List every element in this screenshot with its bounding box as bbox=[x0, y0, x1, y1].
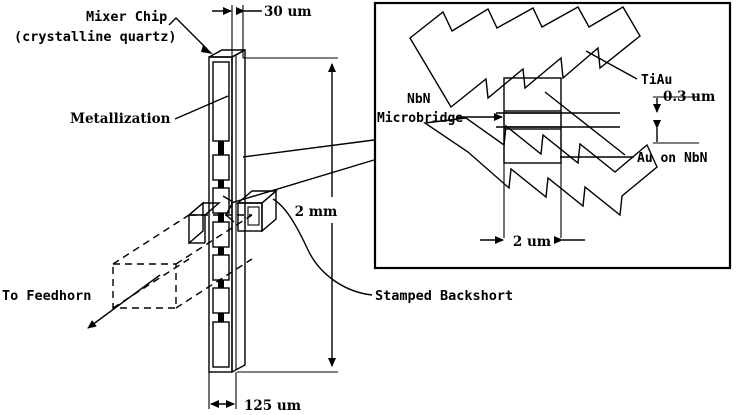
leader-inset-upper bbox=[242, 139, 375, 158]
dimension-bridge-height-03um: 0.3 um bbox=[653, 89, 715, 144]
leader-arrow-mixer-chip bbox=[201, 45, 213, 54]
label-mixer-chip-line2: (crystalline quartz) bbox=[14, 29, 177, 45]
callout-nbn-microbridge: NbN Microbridge bbox=[377, 92, 503, 126]
metallization-block-3 bbox=[212, 187, 230, 214]
tiau-upper-shape bbox=[409, 6, 641, 109]
waveguide-front-face bbox=[112, 263, 177, 309]
inset-zoom-leaders bbox=[230, 139, 375, 204]
callout-to-feedhorn: To Feedhorn bbox=[2, 274, 161, 329]
backshort-right-face bbox=[237, 202, 263, 232]
label-nbn-line2: Microbridge bbox=[377, 111, 463, 126]
callout-tiau: TiAu bbox=[585, 50, 672, 88]
callout-metallization: Metallization bbox=[70, 95, 229, 127]
leader-au-on-nbn-diag bbox=[544, 91, 626, 156]
metallization-block-2 bbox=[212, 154, 230, 181]
main-cross-section-view: 30 um bbox=[2, 4, 513, 414]
dimension-label-height: 2 mm bbox=[295, 204, 338, 220]
metallization-block-5 bbox=[212, 254, 230, 281]
label-tiau: TiAu bbox=[641, 73, 672, 88]
chip-side-face bbox=[231, 48, 246, 374]
inset-detail-box: 2 um 0.3 um NbN Microbridge TiAu Au on N… bbox=[373, 1, 732, 270]
callout-au-on-nbn: Au on NbN bbox=[544, 91, 708, 166]
backshort-left-top bbox=[187, 202, 221, 216]
dimension-height-2mm: 2 mm bbox=[237, 57, 338, 373]
tiau-antenna-upper bbox=[409, 6, 641, 109]
metal-strip-1 bbox=[218, 141, 224, 155]
nbn-microbridge bbox=[496, 112, 620, 128]
waveguide-edge-tr bbox=[175, 214, 253, 265]
leader-stamped-backshort bbox=[272, 198, 373, 296]
label-nbn-line1: NbN bbox=[407, 92, 431, 107]
au-pad-upper bbox=[503, 77, 562, 112]
tiau-antenna-lower bbox=[423, 117, 658, 217]
dimension-label-bridge-height: 0.3 um bbox=[663, 89, 715, 105]
leader-inset-lower bbox=[230, 159, 375, 204]
metallization-block-7 bbox=[212, 321, 230, 368]
callout-stamped-backshort: Stamped Backshort bbox=[272, 198, 513, 304]
backshort-right-top bbox=[236, 190, 278, 204]
waveguide-edge-tl bbox=[112, 214, 190, 265]
metallization-blocks bbox=[212, 61, 230, 368]
dimension-thickness-30um: 30 um bbox=[212, 4, 312, 61]
callout-mixer-chip: Mixer Chip (crystalline quartz) bbox=[14, 9, 213, 54]
tiau-lower-shape bbox=[423, 117, 658, 217]
label-mixer-chip-line1: Mixer Chip bbox=[86, 9, 167, 25]
dimension-label-thickness: 30 um bbox=[264, 4, 312, 20]
microbridge-strip bbox=[503, 112, 562, 128]
label-stamped-backshort: Stamped Backshort bbox=[375, 288, 513, 304]
metal-strip-2 bbox=[218, 180, 224, 188]
dimension-bridge-width-2um: 2 um bbox=[480, 234, 585, 250]
stamped-backshort bbox=[187, 189, 278, 245]
metallization-block-6 bbox=[212, 287, 230, 314]
leader-metallization bbox=[174, 95, 229, 120]
label-au-on-nbn: Au on NbN bbox=[637, 151, 708, 166]
mixer-chip-body bbox=[208, 48, 246, 374]
au-on-nbn-pads bbox=[503, 77, 562, 164]
metal-strip-3 bbox=[218, 213, 224, 222]
au-pad-lower bbox=[503, 128, 562, 164]
backshort-right-side bbox=[261, 189, 277, 233]
inset-contents bbox=[409, 6, 658, 238]
backshort-wire-detail bbox=[222, 195, 235, 223]
leader-tiau bbox=[585, 50, 638, 80]
metal-strip-4 bbox=[218, 247, 224, 255]
inset-border bbox=[373, 1, 732, 270]
waveguide-edge-br bbox=[175, 258, 253, 309]
label-to-feedhorn: To Feedhorn bbox=[2, 288, 91, 304]
dimension-label-bridge-width: 2 um bbox=[513, 234, 551, 250]
leader-to-feedhorn bbox=[87, 274, 161, 329]
metal-strip-6 bbox=[218, 313, 224, 322]
label-metallization: Metallization bbox=[70, 111, 171, 127]
metal-strip-5 bbox=[218, 280, 224, 288]
backshort-right-hole bbox=[247, 206, 260, 226]
dimension-width-125um: 125 um bbox=[208, 372, 301, 414]
leader-mixer-chip bbox=[168, 17, 209, 51]
dimension-label-width: 125 um bbox=[244, 398, 301, 414]
